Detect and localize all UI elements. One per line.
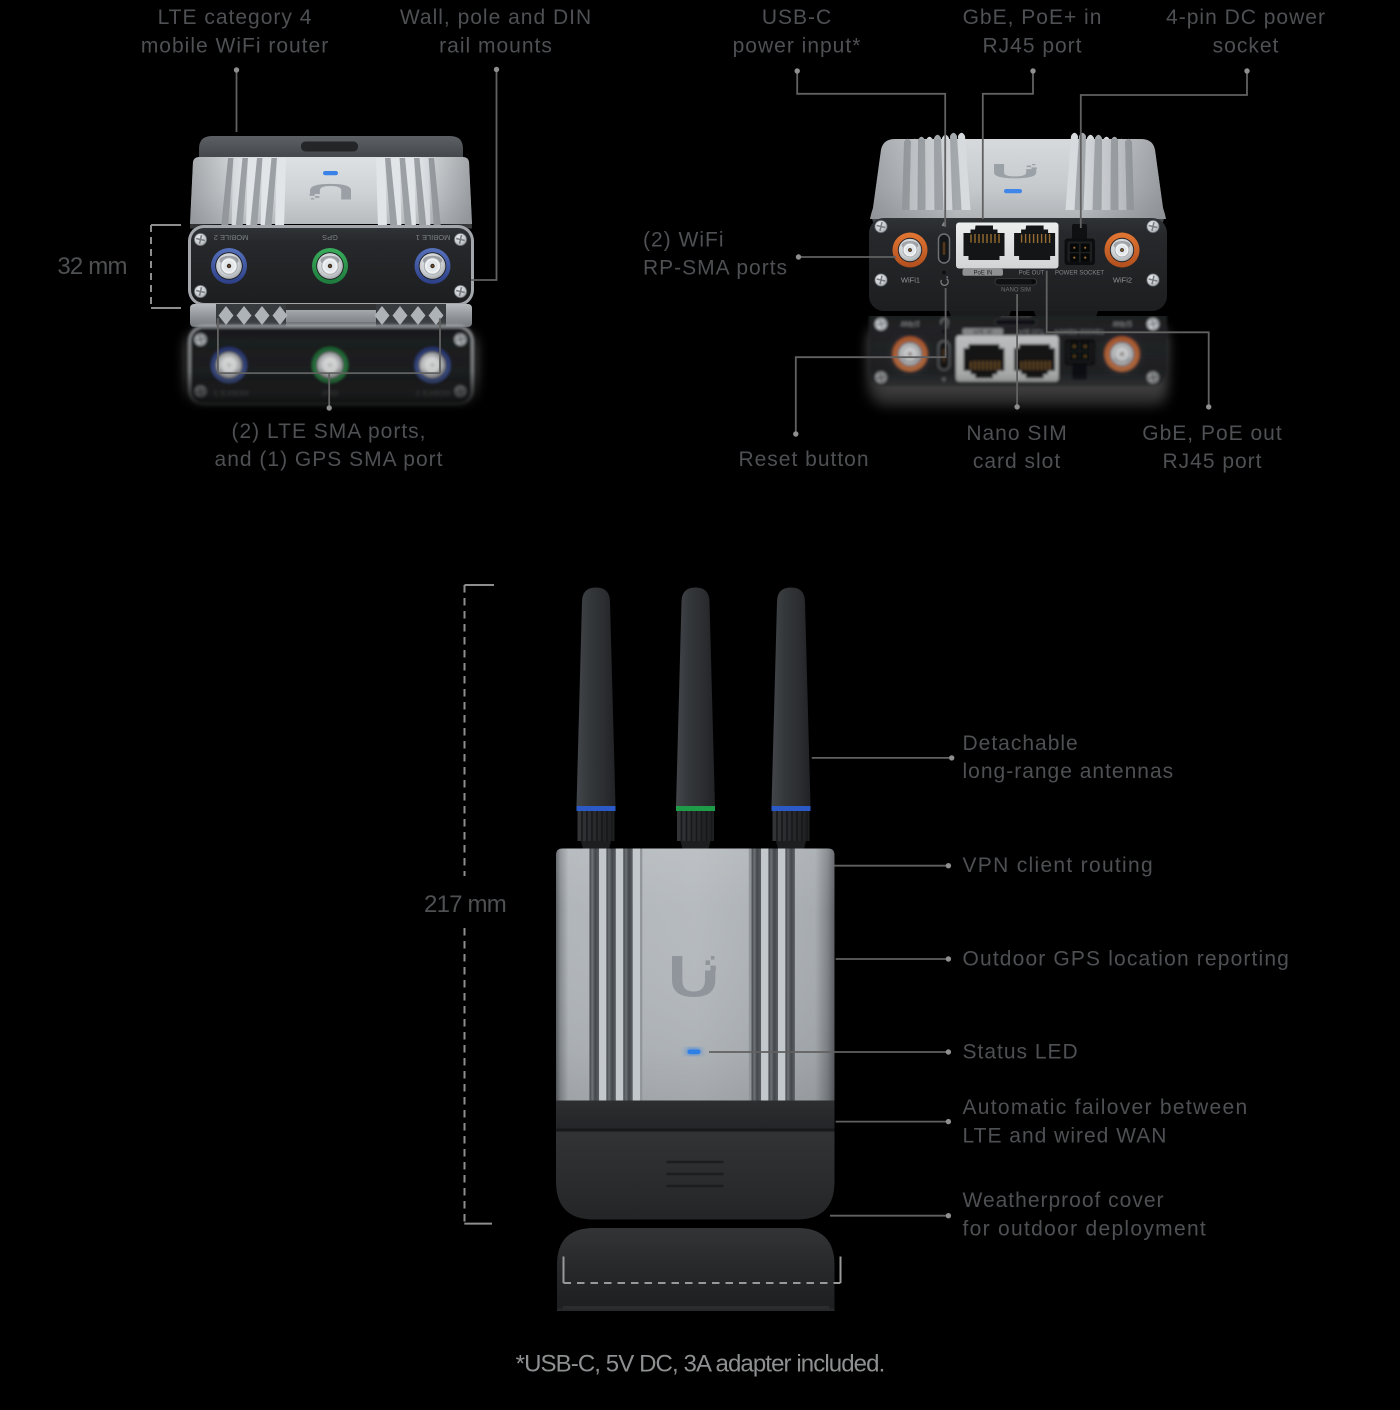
svg-text:(2) WiFi: (2) WiFi: [643, 229, 724, 252]
svg-text:GbE, PoE out: GbE, PoE out: [1142, 422, 1282, 445]
svg-text:WiFi1: WiFi1: [901, 276, 920, 285]
svg-text:GbE, PoE+ in: GbE, PoE+ in: [963, 6, 1103, 29]
svg-text:(2) LTE SMA ports,: (2) LTE SMA ports,: [232, 420, 427, 443]
svg-text:Detachable: Detachable: [963, 732, 1079, 755]
svg-text:for outdoor deployment: for outdoor deployment: [963, 1218, 1208, 1241]
svg-text:rail mounts: rail mounts: [439, 35, 553, 58]
svg-text:Wall, pole and DIN: Wall, pole and DIN: [400, 6, 592, 29]
svg-text:Reset button: Reset button: [738, 448, 869, 471]
svg-text:VPN client routing: VPN client routing: [963, 854, 1154, 877]
svg-text:32 mm: 32 mm: [57, 253, 126, 280]
svg-text:mobile WiFi router: mobile WiFi router: [141, 35, 329, 58]
svg-text:socket: socket: [1213, 35, 1280, 58]
svg-text:MOBILE 2: MOBILE 2: [214, 233, 249, 242]
svg-text:*USB-C, 5V DC, 3A adapter incl: *USB-C, 5V DC, 3A adapter included.: [516, 1351, 885, 1378]
svg-text:USB-C: USB-C: [762, 6, 832, 29]
svg-text:RP-SMA ports: RP-SMA ports: [643, 257, 788, 280]
svg-text:power input*: power input*: [733, 35, 862, 58]
svg-text:and (1) GPS SMA port: and (1) GPS SMA port: [215, 448, 444, 471]
svg-text:PoE OUT: PoE OUT: [1019, 271, 1045, 277]
svg-text:long-range antennas: long-range antennas: [963, 760, 1175, 783]
svg-text:card slot: card slot: [973, 450, 1061, 473]
svg-text:WiFi2: WiFi2: [1113, 276, 1132, 285]
svg-text:NANO SIM: NANO SIM: [1001, 288, 1031, 294]
svg-text:PoE IN: PoE IN: [973, 271, 992, 277]
svg-text:Automatic failover between: Automatic failover between: [963, 1096, 1249, 1119]
svg-text:MOBILE 1: MOBILE 1: [416, 233, 451, 242]
svg-text:Status LED: Status LED: [963, 1041, 1079, 1064]
svg-text:LTE and wired WAN: LTE and wired WAN: [963, 1125, 1168, 1148]
svg-text:GPS: GPS: [322, 233, 338, 242]
svg-text:LTE category 4: LTE category 4: [158, 6, 313, 29]
svg-text:Weatherproof cover: Weatherproof cover: [963, 1189, 1165, 1212]
svg-text:217 mm: 217 mm: [424, 891, 506, 918]
svg-text:Outdoor GPS location reporting: Outdoor GPS location reporting: [963, 948, 1291, 971]
svg-text:POWER SOCKET: POWER SOCKET: [1055, 271, 1104, 277]
svg-text:RJ45 port: RJ45 port: [1162, 450, 1262, 473]
svg-text:4-pin DC power: 4-pin DC power: [1166, 6, 1326, 29]
svg-text:Nano SIM: Nano SIM: [966, 422, 1067, 445]
svg-text:RJ45 port: RJ45 port: [982, 35, 1082, 58]
